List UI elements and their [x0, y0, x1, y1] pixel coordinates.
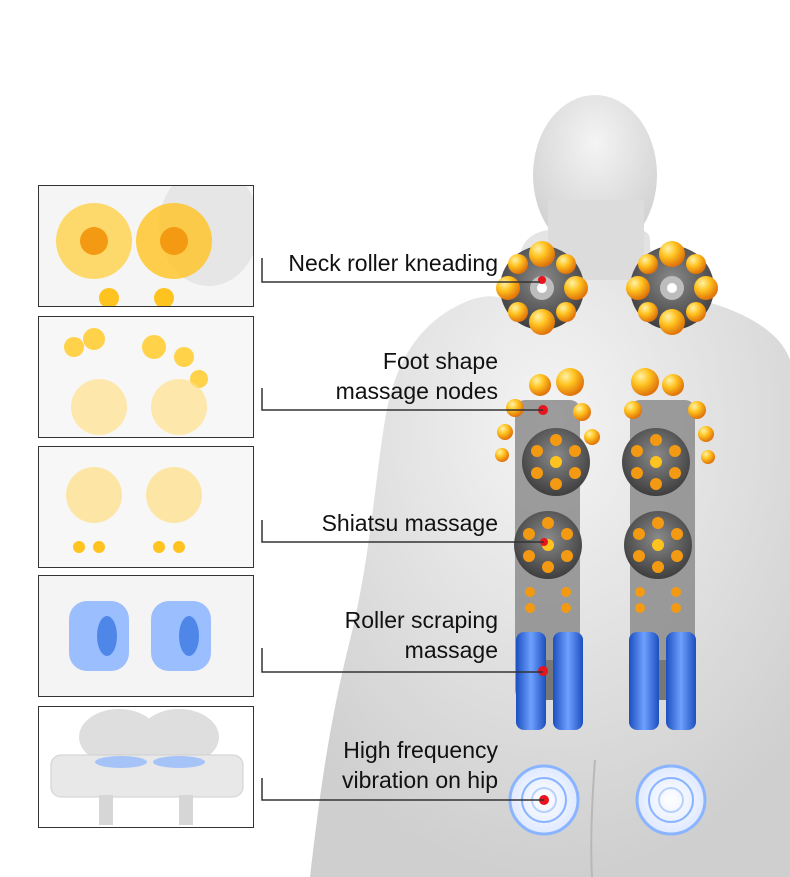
callout-lines — [261, 258, 544, 801]
label-shiatsu-massage: Shiatsu massage — [321, 510, 498, 536]
label-roller-scraping-massage: Roller scraping massage — [344, 607, 498, 663]
foot-node-icon — [495, 368, 715, 464]
thumbnail-foot-nodes — [38, 316, 254, 438]
thumbnail-neck — [38, 185, 254, 307]
label-foot-shape-massage-nodes: Foot shape massage nodes — [335, 348, 498, 404]
label-neck-roller-kneading: Neck roller kneading — [288, 250, 498, 276]
label-high-frequency-vibration-on-hip: High frequency vibration on hip — [342, 737, 498, 793]
scraping-roller-icon — [516, 632, 696, 730]
shiatsu-node-icon — [514, 428, 692, 613]
thumbnail-scraping — [38, 575, 254, 697]
thumbnail-shiatsu — [38, 446, 254, 568]
thumbnail-hip — [38, 706, 254, 828]
